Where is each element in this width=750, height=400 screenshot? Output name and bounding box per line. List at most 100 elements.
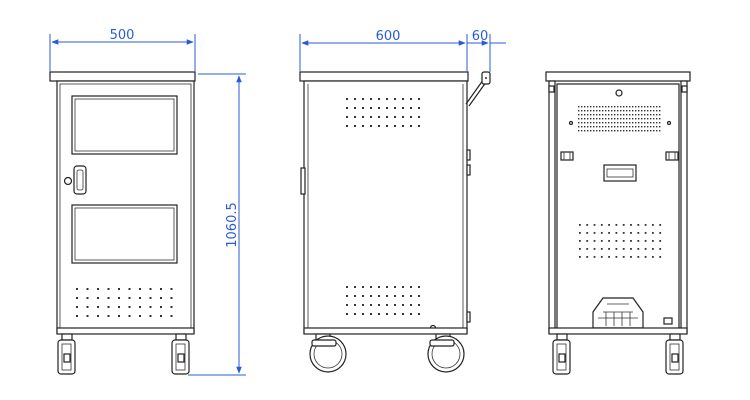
vent-hole: [605, 118, 607, 120]
vent-hole: [659, 240, 662, 242]
vent-hole: [626, 126, 628, 128]
vent-hole: [586, 248, 589, 250]
vent-hole: [587, 106, 589, 108]
vent-hole: [622, 224, 625, 226]
vent-hole: [605, 106, 607, 108]
vent-hole: [617, 118, 619, 120]
vent-hole: [378, 125, 380, 127]
vent-hole: [97, 306, 99, 308]
vent-hole: [590, 118, 592, 120]
vent-hole: [139, 297, 141, 299]
vent-hole: [370, 116, 372, 118]
vent-hole: [617, 130, 619, 132]
vent-hole: [602, 110, 604, 112]
vent-hole: [590, 126, 592, 128]
vent-hole: [410, 98, 412, 100]
vent-hole: [584, 130, 586, 132]
vent-hole: [653, 110, 655, 112]
vent-hole: [647, 126, 649, 128]
vent-hole: [579, 224, 581, 226]
vent-hole: [402, 286, 404, 288]
vent-hole: [378, 98, 380, 100]
vent-hole: [581, 106, 583, 108]
vent-hole: [647, 114, 649, 116]
vent-hole: [620, 122, 622, 124]
vent-hole: [139, 306, 141, 308]
vent-hole: [586, 232, 589, 234]
vent-hole: [650, 110, 652, 112]
vent-hole: [626, 106, 628, 108]
vent-hole: [587, 130, 589, 132]
vent-hole: [170, 297, 173, 299]
vent-hole: [641, 122, 643, 124]
vent-hole: [635, 126, 637, 128]
vent-hole: [623, 118, 625, 120]
vent-hole: [614, 110, 616, 112]
vent-hole: [579, 248, 581, 250]
vent-hole: [410, 304, 412, 306]
vent-hole: [650, 130, 652, 132]
vent-hole: [611, 106, 613, 108]
vent-hole: [107, 315, 110, 317]
vent-hole: [644, 232, 647, 234]
vent-hole: [602, 118, 604, 120]
vent-hole: [128, 297, 131, 299]
vent-hole: [638, 130, 640, 132]
vent-hole: [593, 256, 596, 258]
vent-hole: [139, 288, 141, 290]
front-view: [49, 71, 196, 375]
vent-hole: [632, 118, 634, 120]
vent-hole: [587, 110, 589, 112]
vent-hole: [615, 232, 618, 234]
vent-hole: [611, 110, 613, 112]
vent-hole: [600, 256, 603, 258]
vent-hole: [418, 98, 420, 100]
vent-hole: [362, 116, 364, 118]
height-label: 1060.5: [225, 202, 240, 248]
vent-hole: [578, 118, 580, 120]
vent-hole: [608, 224, 610, 226]
vent-hole: [410, 295, 412, 297]
front-caster-left: [57, 333, 76, 375]
vent-hole: [637, 248, 640, 250]
vent-hole: [402, 313, 404, 315]
vent-hole: [149, 297, 152, 299]
vent-hole: [617, 110, 619, 112]
vent-hole: [652, 232, 654, 234]
vent-hole: [586, 256, 589, 258]
vent-hole: [653, 122, 655, 124]
vent-hole: [622, 256, 625, 258]
vent-hole: [410, 313, 412, 315]
vent-hole: [578, 126, 580, 128]
vent-hole: [617, 106, 619, 108]
vent-hole: [76, 306, 78, 308]
vent-hole: [118, 288, 120, 290]
vent-hole: [615, 224, 618, 226]
vent-hole: [378, 107, 380, 109]
vent-hole: [623, 130, 625, 132]
vent-hole: [653, 114, 655, 116]
vent-hole: [581, 118, 583, 120]
vent-hole: [149, 288, 152, 290]
vent-hole: [593, 126, 595, 128]
vent-hole: [370, 304, 372, 306]
vent-hole: [614, 130, 616, 132]
vent-hole: [402, 98, 404, 100]
vent-hole: [346, 107, 348, 109]
vent-hole: [652, 224, 654, 226]
vent-hole: [622, 232, 625, 234]
vent-hole: [632, 114, 634, 116]
vent-hole: [650, 118, 652, 120]
vent-hole: [354, 286, 356, 288]
vent-hole: [644, 224, 647, 226]
back-caster-right: [665, 333, 684, 375]
vent-hole: [410, 286, 412, 288]
vent-hole: [659, 130, 661, 132]
vent-hole: [641, 106, 643, 108]
vent-hole: [584, 110, 586, 112]
vent-hole: [617, 114, 619, 116]
rear-handle: [603, 164, 637, 182]
vent-hole: [635, 118, 637, 120]
vent-hole: [107, 288, 110, 290]
vent-hole: [614, 126, 616, 128]
